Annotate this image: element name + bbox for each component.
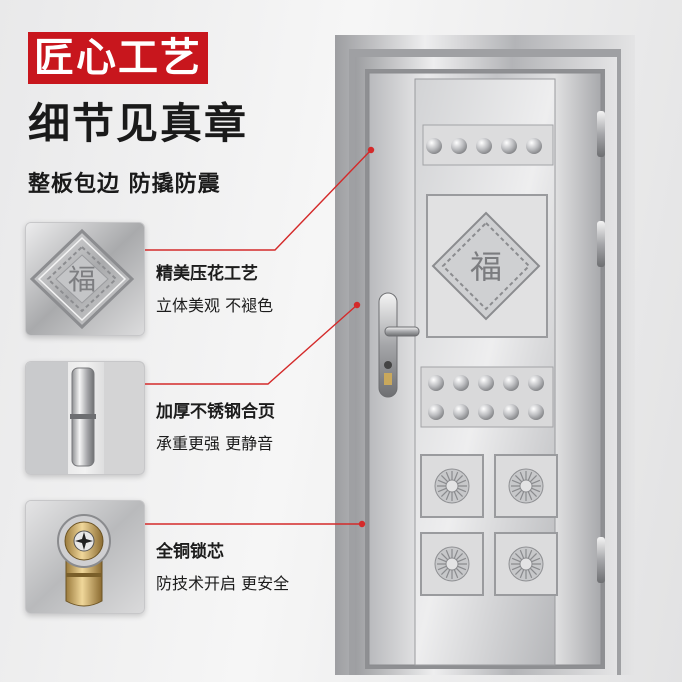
hinge-detail-card bbox=[25, 361, 145, 475]
lock-cylinder-card bbox=[25, 500, 145, 614]
feature-lock: 全铜锁芯 防技术开启 更安全 bbox=[156, 540, 289, 596]
lock-cylinder-icon bbox=[26, 501, 144, 613]
feature-desc: 承重更强 更静音 bbox=[156, 434, 274, 453]
headline-badge: 匠心工艺 bbox=[28, 32, 208, 84]
feature-emboss: 精美压花工艺 立体美观 不褪色 bbox=[156, 262, 273, 318]
feature-title: 精美压花工艺 bbox=[156, 264, 258, 284]
emblem-char: 福 bbox=[68, 263, 96, 296]
door-handle-icon bbox=[378, 292, 420, 398]
feature-title: 加厚不锈钢合页 bbox=[156, 402, 275, 422]
emboss-detail-card: 福 bbox=[25, 222, 145, 336]
subheadline: 整板包边 防撬防震 bbox=[28, 172, 221, 197]
emboss-emblem-icon: 福 bbox=[26, 223, 144, 335]
feature-desc: 防技术开启 更安全 bbox=[156, 574, 290, 593]
feature-desc: 立体美观 不褪色 bbox=[156, 296, 274, 315]
hinge-icon bbox=[26, 362, 144, 474]
door-emblem-char: 福 bbox=[470, 248, 502, 286]
door-illustration: 福 bbox=[335, 35, 635, 675]
feature-hinge: 加厚不锈钢合页 承重更强 更静音 bbox=[156, 400, 275, 456]
feature-title: 全铜锁芯 bbox=[156, 542, 224, 562]
headline: 细节见真章 bbox=[28, 99, 249, 148]
